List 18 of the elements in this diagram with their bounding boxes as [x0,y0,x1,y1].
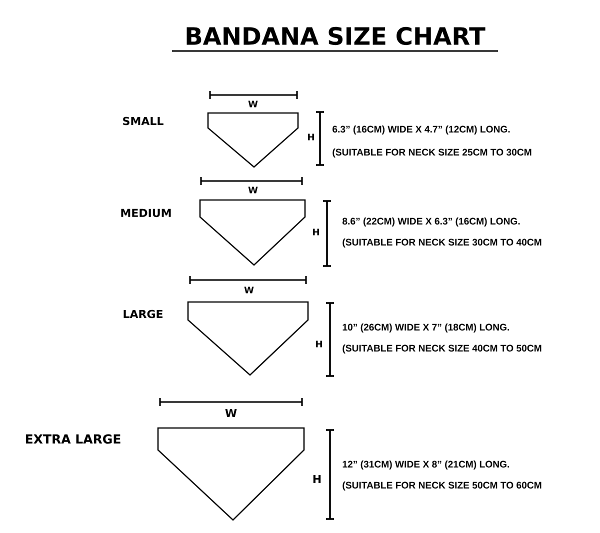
dimension-label: W [244,286,254,294]
size-description: 12” (31CM) WIDE X 8” (21CM) LONG. [342,460,510,470]
dimension-label: W [225,409,237,417]
size-description: (SUITABLE FOR NECK SIZE 40CM TO 50CM [342,344,542,354]
bandana-outline [157,427,305,521]
size-label: MEDIUM [121,208,171,218]
size-description: (SUITABLE FOR NECK SIZE 50CM TO 60CM [342,482,542,490]
bandana-outline [187,301,309,376]
bandana-outline [199,199,306,266]
size-description: (SUITABLE FOR NECK SIZE 25CM TO 30CM [332,148,532,158]
bandana-outline [207,112,299,168]
title: BANDANA SIZE CHART [186,26,486,46]
size-description: 10” (26CM) WIDE X 7” (18CM) LONG. [342,324,510,332]
dimension-label: H [308,134,314,140]
size-description: 8.6” (22CM) WIDE X 6.3” (16CM) LONG. [342,218,520,226]
dimension-label: W [248,186,258,194]
size-label: SMALL [123,116,164,126]
size-description: (SUITABLE FOR NECK SIZE 30CM TO 40CM [342,238,542,248]
